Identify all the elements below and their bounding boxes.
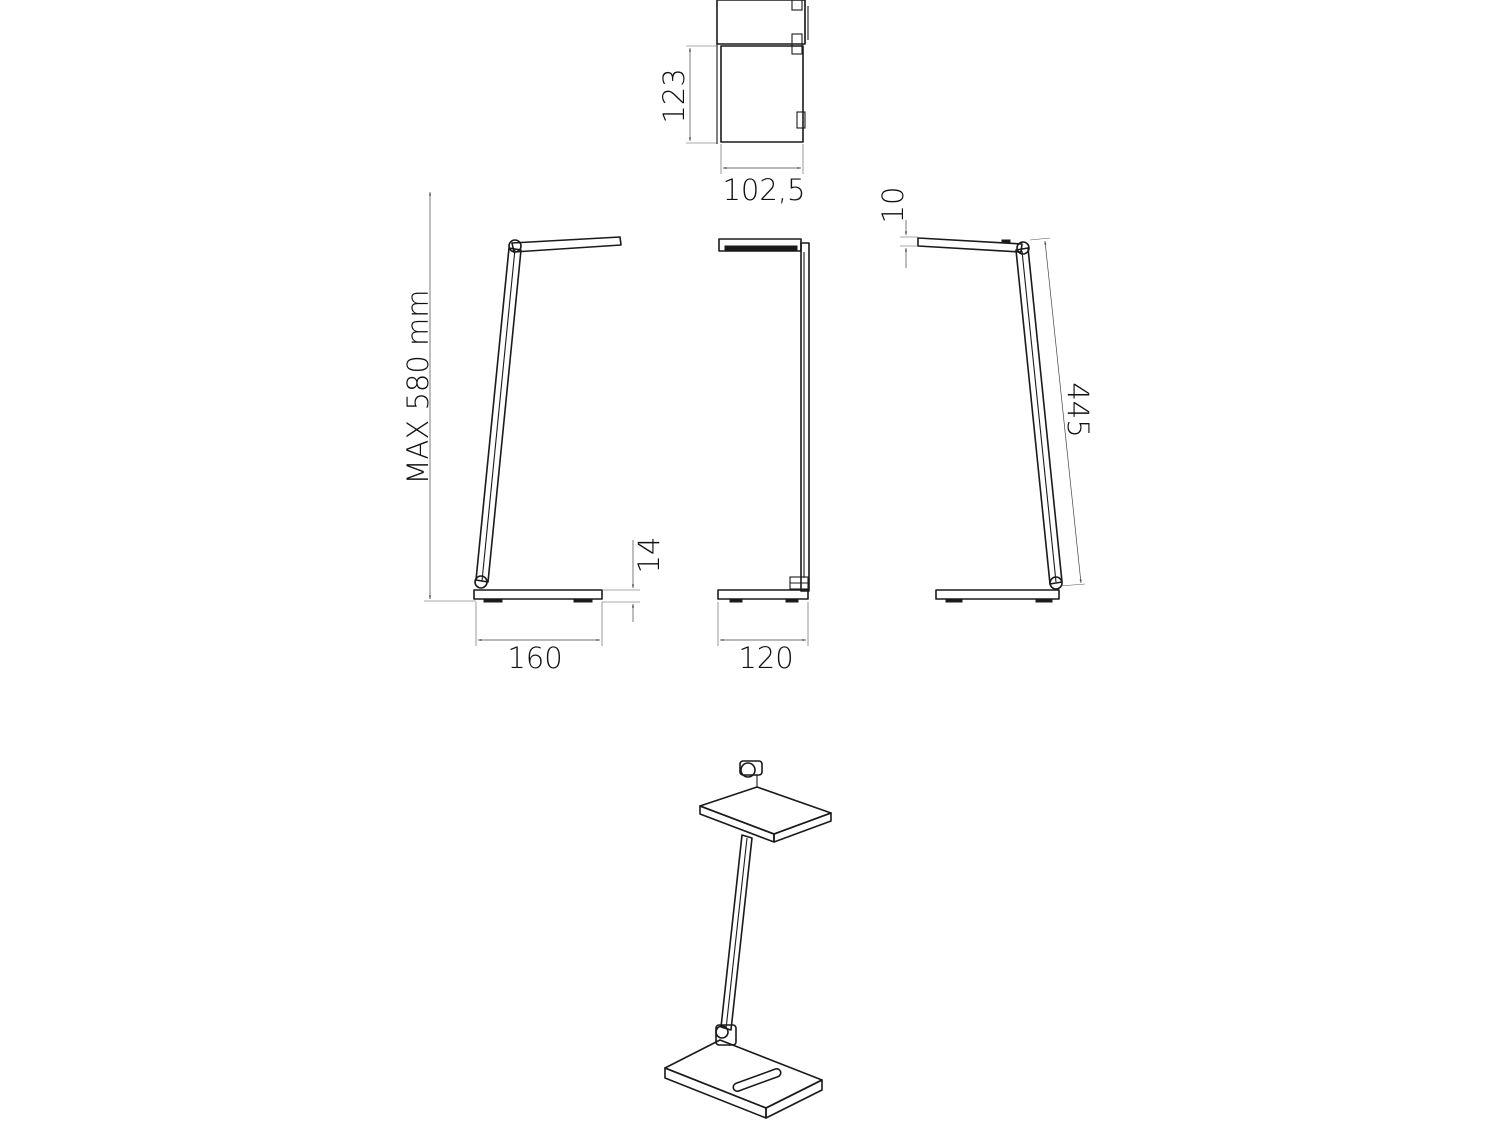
left-side-view: MAX 580 mm 14 160 (401, 192, 666, 675)
front-arm (800, 242, 810, 592)
iso-arm (720, 834, 753, 1031)
iso-head-top (699, 786, 832, 835)
iso-top-joint (739, 760, 763, 788)
left-bottom-joint (474, 575, 488, 589)
isometric-view (664, 760, 832, 1119)
right-top-joint (1016, 241, 1030, 255)
top-view-head-outline (720, 45, 804, 143)
front-view: 120 (717, 238, 810, 675)
front-base (717, 589, 809, 600)
max-height-label: MAX 580 mm (401, 289, 435, 484)
iso-bottom-joint (715, 1024, 737, 1046)
head-thickness-label: 10 (876, 187, 910, 224)
left-head (511, 236, 622, 253)
left-top-joint (508, 239, 522, 253)
iso-base-slot (732, 1068, 782, 1092)
base-width-label: 120 (738, 641, 793, 675)
top-view: 123 102,5 (657, 0, 809, 207)
right-base (935, 589, 1060, 600)
arm-length-label: 445 (1061, 382, 1095, 437)
right-side-view: 10 445 (876, 187, 1095, 603)
base-length-label: 160 (507, 641, 562, 675)
right-head (917, 237, 1023, 253)
left-arm (475, 247, 522, 583)
head-depth-label: 123 (657, 68, 691, 123)
base-thickness-label: 14 (632, 537, 666, 574)
left-base (473, 589, 603, 600)
iso-base-top (664, 1039, 823, 1109)
head-width-label: 102,5 (722, 173, 805, 207)
